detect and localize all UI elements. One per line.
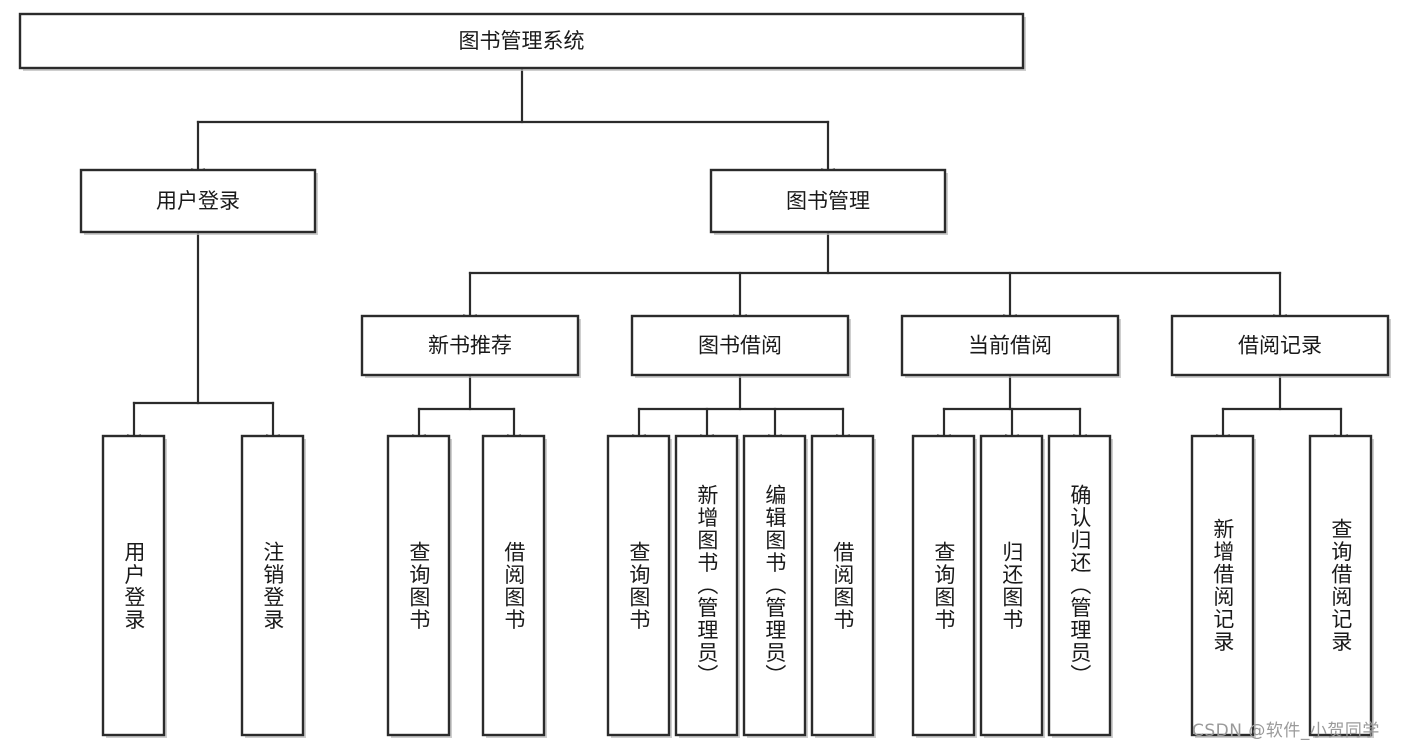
node-label-book-management: 图书管理: [786, 189, 870, 213]
node-box-user-login[interactable]: [79, 168, 317, 234]
node-label-current-borrow: 当前借阅: [968, 334, 1052, 358]
node-box-current-borrow[interactable]: [900, 314, 1120, 377]
node-box-leaf-query-book-3[interactable]: [911, 434, 976, 737]
node-box-borrow-record[interactable]: [1170, 314, 1390, 377]
node-box-leaf-query-book-1[interactable]: [386, 434, 451, 737]
node-box-root[interactable]: [18, 12, 1025, 70]
box-layer: [18, 12, 1391, 738]
node-box-leaf-query-record[interactable]: [1308, 434, 1373, 737]
node-box-book-management[interactable]: [709, 168, 947, 234]
node-box-leaf-borrow-book-2[interactable]: [810, 434, 875, 737]
node-box-leaf-logout[interactable]: [240, 434, 305, 737]
node-label-user-login: 用户登录: [156, 189, 240, 213]
node-box-book-borrow[interactable]: [630, 314, 850, 377]
node-box-leaf-edit-book[interactable]: [742, 434, 807, 737]
node-box-leaf-return-book[interactable]: [979, 434, 1044, 737]
connector-layer: [127, 66, 1348, 445]
node-box-leaf-query-book-2[interactable]: [606, 434, 671, 737]
node-box-new-book-recommend[interactable]: [360, 314, 580, 377]
node-box-leaf-user-login[interactable]: [101, 434, 166, 737]
node-box-leaf-add-book[interactable]: [674, 434, 739, 737]
csdn-watermark: CSDN @软件_小贺同学: [1192, 721, 1380, 741]
node-label-new-book-recommend: 新书推荐: [428, 334, 512, 358]
node-label-root: 图书管理系统: [459, 29, 585, 53]
node-box-leaf-add-record[interactable]: [1190, 434, 1255, 737]
node-box-leaf-confirm-return[interactable]: [1047, 434, 1112, 737]
node-label-borrow-record: 借阅记录: [1238, 334, 1322, 358]
node-box-leaf-borrow-book-1[interactable]: [481, 434, 546, 737]
node-label-book-borrow: 图书借阅: [698, 334, 782, 358]
